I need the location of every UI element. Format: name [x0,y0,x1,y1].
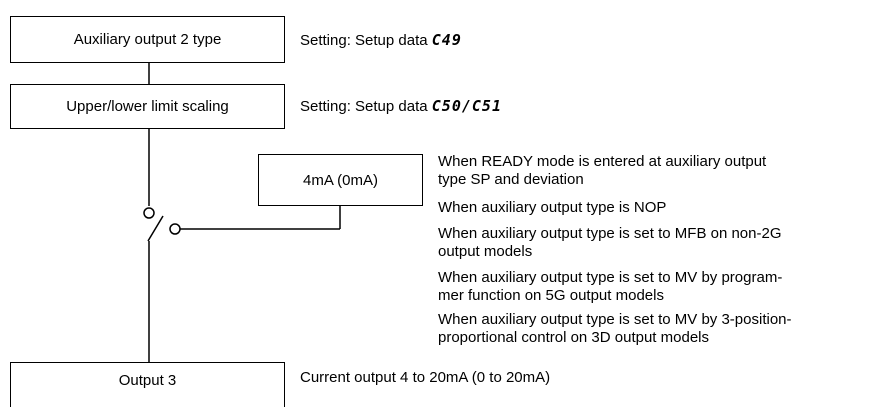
switch-blade [147,215,164,242]
switch-side-contact [169,223,181,235]
switch-top-contact [143,207,155,219]
condition-line: When auxiliary output type is set to MV … [438,311,792,328]
output-3-block: Output 3 [10,362,285,407]
scaling-setup-code: C50/C51 [431,97,502,115]
condition-line: type SP and deviation [438,171,584,188]
aux-type-setting-prefix: Setting: Setup data [300,32,432,49]
condition-line: When READY mode is entered at auxiliary … [438,153,767,170]
aux-type-setup-code: C49 [431,31,462,49]
aux-type-setting: Setting: Setup data C49 [300,31,462,50]
aux-output-type-block: Auxiliary output 2 type [10,16,285,63]
fixed-value-block: 4mA (0mA) [258,154,423,206]
condition-line: mer function on 5G output models [438,287,664,304]
condition-line: When auxiliary output type is set to MV … [438,269,783,286]
scaling-setting-prefix: Setting: Setup data [300,98,432,115]
fixed-value-label: 4mA (0mA) [302,171,378,189]
condition-line: output models [438,243,533,260]
aux-output-type-label: Auxiliary output 2 type [73,31,222,48]
condition-line: proportional control on 3D output models [438,329,709,346]
scaling-setting: Setting: Setup data C50/C51 [300,97,502,116]
condition-line: When auxiliary output type is NOP [438,199,667,216]
output-3-label: Output 3 [118,371,177,389]
condition-line: When auxiliary output type is set to MFB… [438,225,782,242]
scaling-label: Upper/lower limit scaling [66,98,229,115]
scaling-block: Upper/lower limit scaling [10,84,285,129]
output-note: Current output 4 to 20mA (0 to 20mA) [300,369,551,386]
